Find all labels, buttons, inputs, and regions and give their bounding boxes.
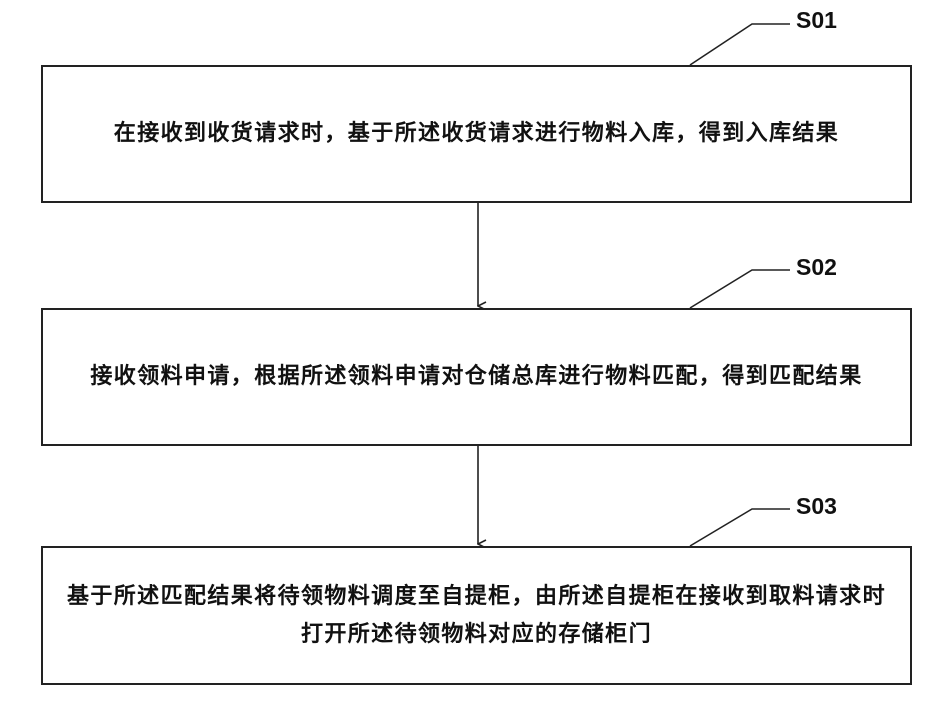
step-box-s03: 基于所述匹配结果将待领物料调度至自提柜，由所述自提柜在接收到取料请求时打开所述待… bbox=[41, 546, 912, 685]
step-text-s02: 接收领料申请，根据所述领料申请对仓储总库进行物料匹配，得到匹配结果 bbox=[57, 358, 897, 396]
step-label-s01: S01 bbox=[796, 7, 837, 34]
leader-line-s01 bbox=[690, 24, 790, 65]
step-label-s03: S03 bbox=[796, 493, 837, 520]
step-box-s02: 接收领料申请，根据所述领料申请对仓储总库进行物料匹配，得到匹配结果 bbox=[41, 308, 912, 446]
leader-line-s02 bbox=[690, 270, 790, 308]
leader-line-s03 bbox=[690, 509, 790, 546]
step-text-s01: 在接收到收货请求时，基于所述收货请求进行物料入库，得到入库结果 bbox=[57, 115, 897, 153]
step-box-s01: 在接收到收货请求时，基于所述收货请求进行物料入库，得到入库结果 bbox=[41, 65, 912, 203]
step-label-s02: S02 bbox=[796, 254, 837, 281]
step-text-s03: 基于所述匹配结果将待领物料调度至自提柜，由所述自提柜在接收到取料请求时打开所述待… bbox=[57, 578, 897, 654]
